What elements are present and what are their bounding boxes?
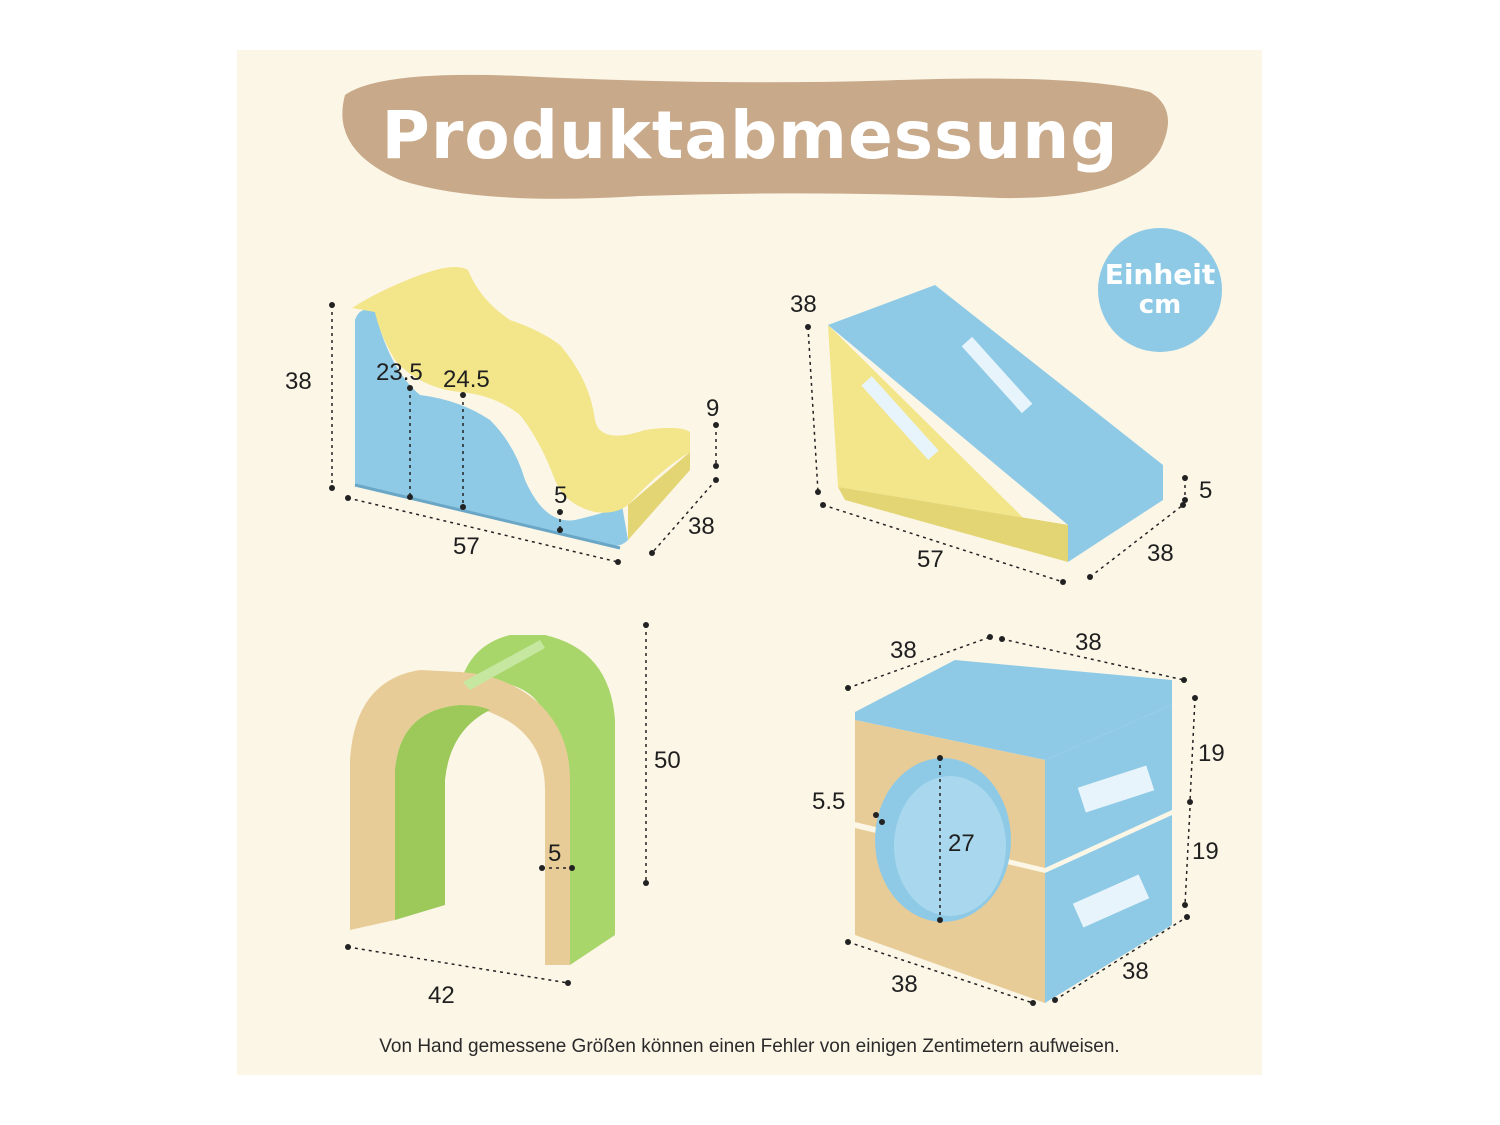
arch-tunnel-illustration xyxy=(350,635,615,965)
title-blob xyxy=(342,74,1169,199)
cube-top-left-label: 38 xyxy=(890,637,917,664)
cube-hole-label: 27 xyxy=(948,830,975,857)
arch-width-label: 42 xyxy=(428,982,455,1009)
unit-badge: Einheit cm xyxy=(1098,228,1222,352)
ramp-depth-label: 38 xyxy=(1147,540,1174,567)
cube-upper-height-label: 19 xyxy=(1198,740,1225,767)
wave-step-step1-label: 23.5 xyxy=(376,359,423,386)
cube-lower-height-label: 19 xyxy=(1192,838,1219,865)
wave-step-length-label: 57 xyxy=(453,533,480,560)
ramp-illustration xyxy=(828,285,1163,562)
cube-top-right-label: 38 xyxy=(1075,629,1102,656)
cube-gap-label: 5.5 xyxy=(812,788,846,815)
cube-bottom-right-label: 38 xyxy=(1122,958,1149,985)
wave-step-right-height-label: 9 xyxy=(706,395,720,422)
cube-bottom-left-label: 38 xyxy=(891,971,918,998)
unit-badge-unit: cm xyxy=(1138,290,1182,321)
measurement-disclaimer: Von Hand gemessene Größen können einen F… xyxy=(379,1036,1120,1057)
wave-step-step2-label: 24.5 xyxy=(443,366,490,393)
arch-thickness-label: 5 xyxy=(548,840,562,867)
ramp-thickness-label: 5 xyxy=(1199,477,1213,504)
ramp-length-label: 57 xyxy=(917,546,944,573)
arch-height-label: 50 xyxy=(654,747,681,774)
wave-step-thickness-label: 5 xyxy=(554,482,568,509)
wave-step-depth-label: 38 xyxy=(688,513,715,540)
cube-tunnel-illustration xyxy=(855,660,1172,1003)
ramp-height-label: 38 xyxy=(790,291,817,318)
wave-step-height-label: 38 xyxy=(285,368,312,395)
wave-step-illustration xyxy=(352,266,690,550)
page-title: Produktabmessung xyxy=(381,96,1119,174)
unit-badge-label: Einheit xyxy=(1104,257,1216,291)
